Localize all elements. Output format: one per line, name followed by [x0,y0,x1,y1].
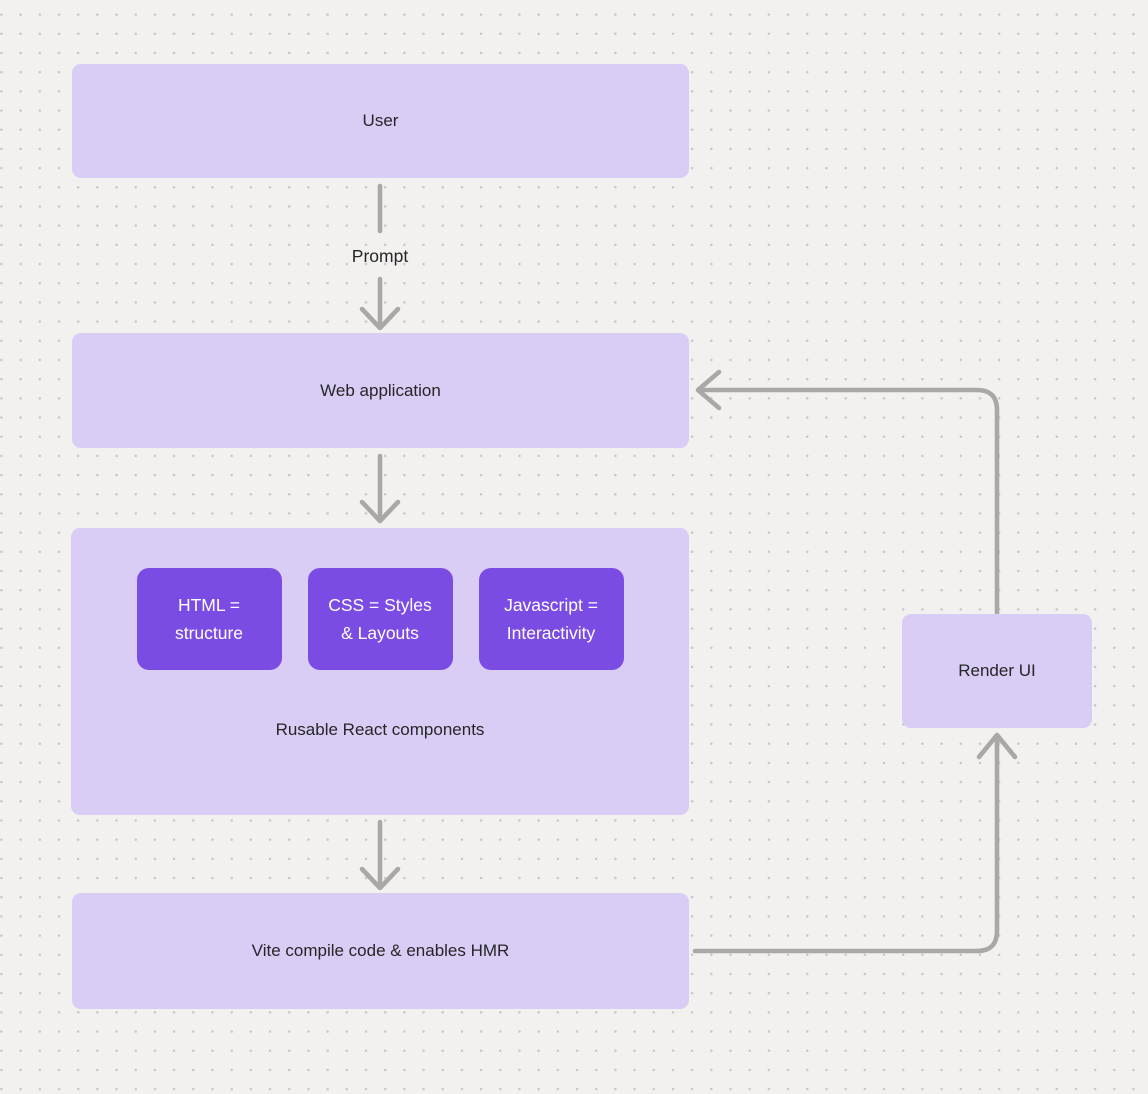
arrow-vite-to-render-segment [692,735,1000,954]
node-vite: Vite compile code & enables HMR [72,893,689,1009]
chip-javascript: Javascript = Interactivity [478,568,624,670]
arrow-down-icon [359,499,401,524]
node-web-application-label: Web application [320,380,441,400]
chip-css-line1: CSS = Styles [328,595,432,615]
node-web-application: Web application [72,333,689,448]
node-user-label: User [362,111,399,130]
arrow-left-icon [695,369,722,411]
components-group-caption: Rusable React components [275,720,485,739]
node-vite-label: Vite compile code & enables HMR [251,941,510,960]
edge-label-prompt: Prompt [351,246,409,266]
node-render-ui-label: Render UI [958,661,1036,680]
chip-html-line2: structure [174,623,244,643]
node-user: User [72,64,689,178]
chip-html-line1: HTML = [177,595,241,615]
arrow-up-icon [976,732,1018,760]
chip-html: HTML = structure [136,568,282,670]
arrow-render-to-web-segment [699,387,1000,617]
chip-javascript-line1: Javascript = [504,595,598,615]
arrow-down-icon [359,866,401,891]
components-row: HTML = structure CSS = Styles & Layouts … [71,568,689,670]
node-render-ui: Render UI [902,614,1092,728]
chip-css: CSS = Styles & Layouts [307,568,453,670]
node-components-group: HTML = structure CSS = Styles & Layouts … [71,528,689,815]
arrow-down-icon [359,306,401,331]
chip-javascript-line2: Interactivity [506,623,596,643]
chip-css-line2: & Layouts [341,623,419,643]
